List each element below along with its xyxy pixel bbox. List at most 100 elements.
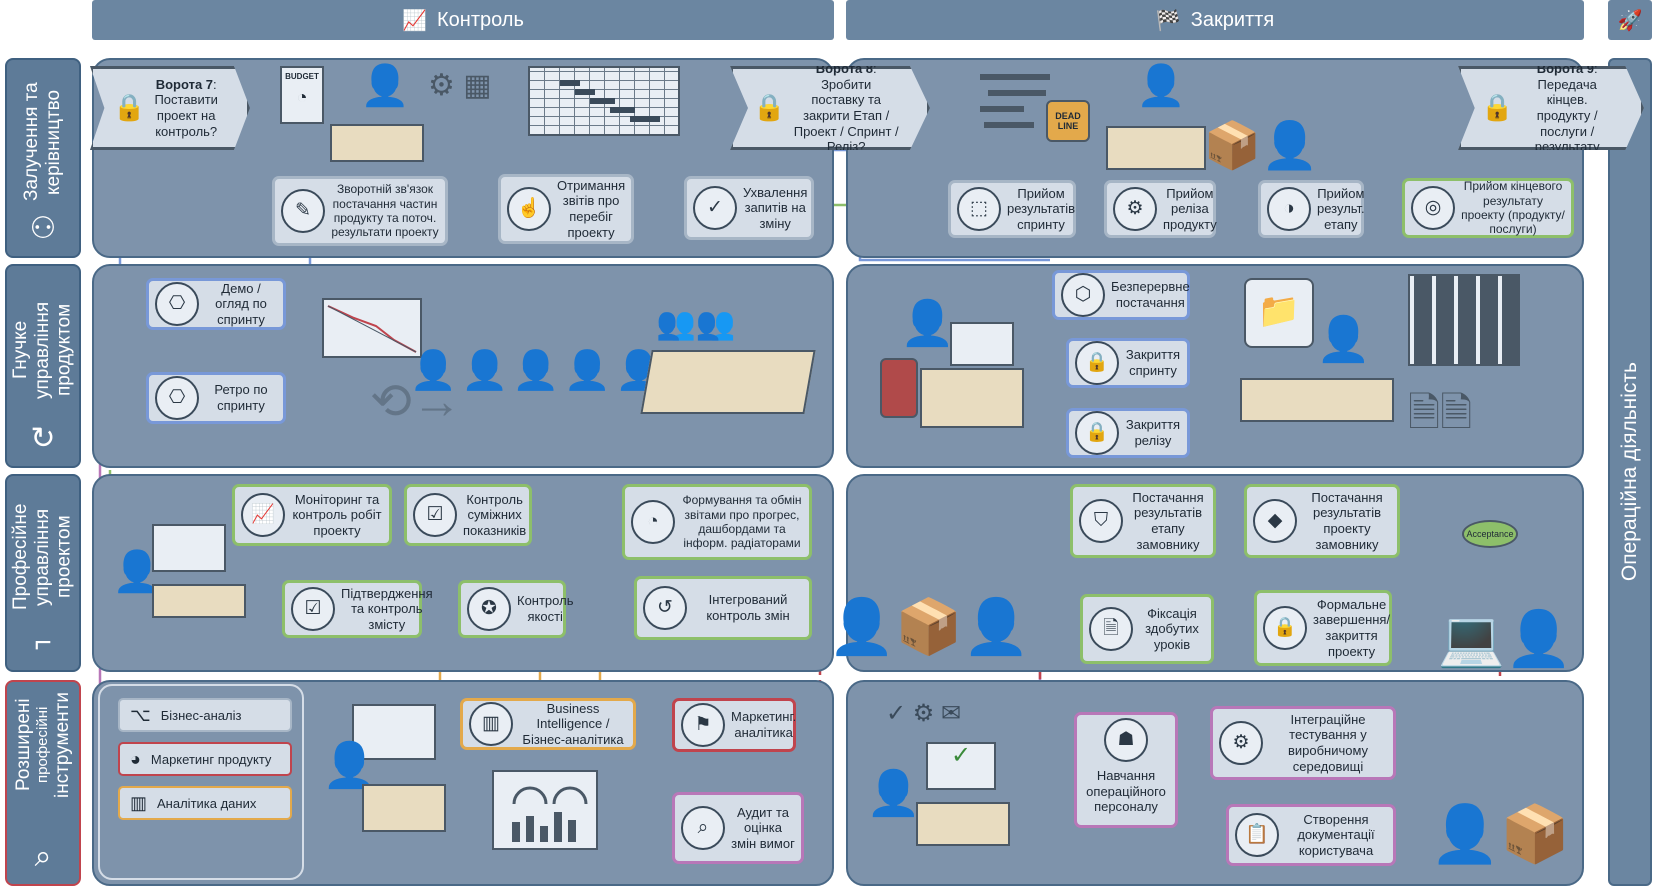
gate-8[interactable]: 🔒 Ворота 8: Зробити поставку та закрити …: [730, 66, 930, 150]
phase-header-extra: 🚀: [1608, 0, 1652, 40]
desk-shape: [1106, 126, 1206, 170]
tool-data-analytics[interactable]: ▥ Аналітика даних: [118, 786, 292, 820]
lock-gear-icon: 🔒: [1075, 411, 1119, 455]
card-accept-product-release[interactable]: ⚙ Прийом реліза продукту: [1104, 180, 1217, 238]
padlock-icon: 🔒: [1481, 92, 1514, 123]
feedback-document-icon: ✎: [281, 189, 325, 233]
shield-hand-icon: ⛉: [1079, 499, 1123, 543]
target-icon: ◎: [1411, 186, 1455, 230]
finance-gears-illustration: ⚙ ▦: [428, 69, 492, 102]
person-icon: 👤: [828, 597, 896, 657]
package-icon: 📦: [895, 597, 963, 657]
padlock-icon: 🔒: [113, 92, 146, 123]
person-icon: 👤: [1136, 64, 1186, 108]
phase-header-closing: 🏁 Закриття: [846, 0, 1584, 40]
change-cycle-icon: ↺: [643, 586, 687, 630]
trainer-board-icon: ☗: [1104, 718, 1148, 762]
card-sprint-retro[interactable]: ⎔ Ретро по спринту: [146, 372, 286, 424]
half-circle-icon: ◑: [1267, 187, 1311, 231]
card-integration-testing[interactable]: ⚙ Інтеграційне тестування у виробничому …: [1210, 706, 1396, 780]
card-monitor-control-work[interactable]: 📈 Моніторинг та контроль робіт проекту: [232, 484, 392, 546]
meeting-table-illustration: 👥👥: [640, 304, 816, 424]
document-stack-illustration: 🗎🗎: [1408, 391, 1473, 435]
monitor-check-icon: ✓: [926, 742, 996, 790]
card-approve-change-requests[interactable]: ✓ Ухвалення запитів на зміну: [684, 176, 814, 240]
person-icon: 👤: [360, 64, 410, 108]
office-chair-shape: [880, 358, 918, 418]
card-accept-final-result[interactable]: ◎ Прийом кінцевого результату проекту (п…: [1402, 178, 1574, 238]
stairs-icon: ⌐: [34, 626, 52, 659]
card-formal-closure[interactable]: 🔒 Формальне завершення/ закриття проекту: [1254, 590, 1392, 666]
person-handing-package-illustration: 📦👤: [1204, 68, 1319, 168]
monitor-shape: [152, 524, 226, 572]
check-box-icon: ☑: [291, 587, 335, 631]
person-icon: 👤: [409, 350, 458, 392]
tool-business-analysis[interactable]: ⌥ Бізнес-аналіз: [118, 698, 292, 732]
operations-column: Операційна діяльність: [1608, 58, 1652, 886]
timeline-deadline-illustration: [978, 70, 1052, 136]
document-hand-icon: 🗎: [1089, 607, 1133, 651]
card-sprint-demo[interactable]: ⎔ Демо / огляд по спринту: [146, 278, 286, 330]
phase-header-control: 📈 Контроль: [92, 0, 834, 40]
person-icon: 👤: [1316, 315, 1371, 364]
burndown-line-shape: [327, 305, 417, 353]
person-icon: 👤: [1261, 119, 1319, 171]
row-label-engagement: Залучення та керівництво ⚇: [5, 58, 81, 258]
card-sprint-closure[interactable]: 🔒 Закриття спринту: [1066, 338, 1190, 388]
card-business-intelligence[interactable]: ▥ Business Intelligence / Бізнес-аналіти…: [460, 698, 636, 750]
quality-badge-icon: ✪: [467, 587, 511, 631]
checklist-hand-icon: ☑: [413, 493, 457, 537]
iteration-arrow-illustration: ⟲→: [370, 373, 462, 429]
tool-product-marketing[interactable]: ◕ Маркетинг продукту: [118, 742, 292, 776]
card-continuous-delivery[interactable]: ⬡ Безперервне постачання: [1052, 270, 1190, 320]
card-ops-staff-training[interactable]: ☗ Навчання операційного персоналу: [1074, 712, 1178, 828]
card-marketing-analytics[interactable]: ⚑ Маркетинг. аналітика: [672, 698, 796, 752]
box-check-icon: ⬚: [957, 187, 1001, 231]
card-accept-phase-results[interactable]: ◑ Прийом результ. етапу: [1258, 180, 1365, 238]
card-scope-validation[interactable]: ☑ Підтвердження та контроль змісту: [282, 580, 433, 638]
card-related-indicators[interactable]: ☑ Контроль суміжних показників: [404, 484, 532, 546]
card-deliver-project-results[interactable]: ◆ Постачання результатів проекту замовни…: [1244, 484, 1400, 558]
shield-lock-icon: 🔒: [1263, 606, 1307, 650]
desk-shape: [362, 784, 446, 832]
monitor-shape: [352, 704, 436, 760]
card-release-closure[interactable]: 🔒 Закриття релізу: [1066, 408, 1190, 458]
person-icon: 👤: [1430, 802, 1500, 865]
card-integrated-change-control[interactable]: ↺ Інтегрований контроль змін: [634, 576, 812, 640]
kanban-board-illustration: [1408, 274, 1520, 366]
bar-chart-icon: ▥: [130, 792, 148, 813]
card-receive-reports[interactable]: ☝ Отримання звітів про перебіг проекту: [498, 174, 634, 244]
clipboard-user-icon: 📋: [1235, 813, 1279, 857]
monitor-chart-icon: 📈: [241, 493, 285, 537]
pie-chart-icon: ◔: [296, 87, 308, 107]
people-network-icon: ⚇: [29, 212, 57, 245]
audit-person-icon: ⌕: [681, 806, 725, 850]
agile-loop-icon: ↻: [30, 422, 56, 455]
card-requirements-audit[interactable]: ⌕ Аудит та оцінка змін вимог: [672, 792, 804, 864]
card-progress-reports[interactable]: ◔ Формування та обмін звітами про прогре…: [622, 484, 812, 560]
person-icon: 👤: [563, 350, 611, 392]
lock-cycle-icon: 🔒: [1075, 341, 1119, 385]
budget-sheet-illustration: BUDGET ◔: [280, 66, 324, 124]
cube-cycle-icon: ⬡: [1061, 273, 1105, 317]
bar-growth-icon: ▥: [469, 702, 513, 746]
card-lessons-learned[interactable]: 🗎 Фіксація здобутих уроків: [1080, 594, 1214, 664]
desk-shape: [152, 584, 246, 618]
diamond-hand-icon: ◆: [1253, 499, 1297, 543]
handover-package-illustration: 👤📦👤: [828, 514, 1030, 657]
gate-9[interactable]: 🔒 Ворота 9: Передача кінцев. продукту / …: [1458, 66, 1644, 150]
table-shape: [640, 350, 816, 414]
package-gear-icon: ⚙: [1113, 187, 1157, 231]
card-feedback-delivery[interactable]: ✎ Зворотній зв'язок постачання частин пр…: [272, 176, 448, 246]
gate-7[interactable]: 🔒 Ворота 7:Поставити проект на контроль?: [90, 66, 250, 150]
desk-shape: [916, 802, 1010, 846]
card-quality-control[interactable]: ✪ Контроль якості: [458, 580, 573, 638]
tools-list-panel: ⌥ Бізнес-аналіз ◕ Маркетинг продукту ▥ А…: [98, 684, 304, 880]
card-deliver-phase-results[interactable]: ⛉ Постачання результатів етапу замовнику: [1070, 484, 1216, 558]
acceptance-bubble-illustration: Acceptance: [1462, 520, 1518, 548]
approve-hand-icon: ✓: [693, 186, 737, 230]
person-icon: 👤: [322, 741, 377, 790]
monitor-shape: [950, 322, 1014, 366]
card-accept-sprint-results[interactable]: ⬚ Прийом результатів спринту: [948, 180, 1076, 238]
card-user-documentation[interactable]: 📋 Створення документації користувача: [1226, 804, 1396, 866]
